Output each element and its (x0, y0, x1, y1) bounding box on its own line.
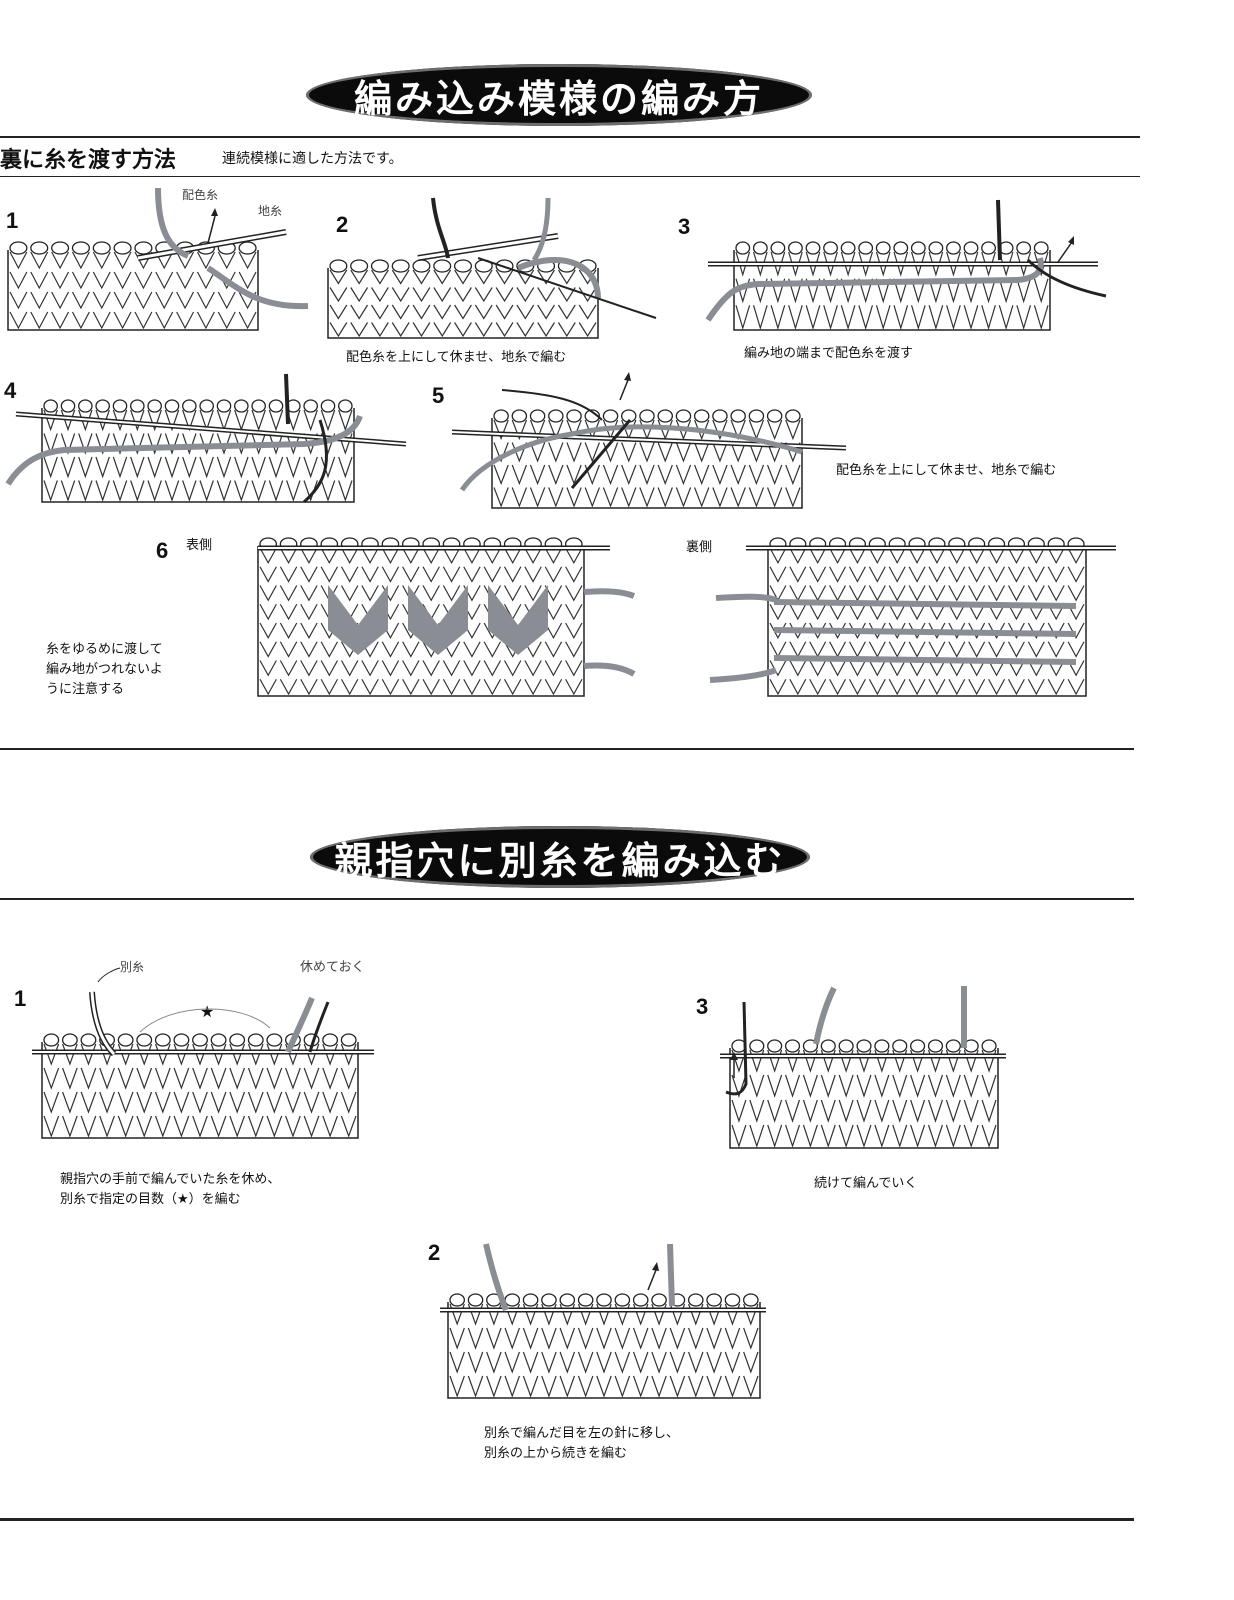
figure-step-6-back (709, 537, 1116, 697)
figure-step-1 (7, 187, 309, 331)
thumb-step-number-2: 2 (428, 1240, 441, 1265)
figure-step-6-front (257, 537, 636, 697)
footer-rule (0, 1518, 1134, 1521)
middle-rule (0, 748, 1134, 750)
title-banner-thumbhole: 親指穴に別糸を編み込む (310, 826, 810, 888)
knit-fabric (7, 241, 259, 331)
thumb-caption-3: 続けて編んでいく (814, 1176, 918, 1191)
label-main-yarn: 地糸 (258, 204, 283, 218)
caption-step-3: 編み地の端まで配色糸を渡す (744, 346, 914, 361)
figure-step-5 (451, 372, 847, 509)
star-marker: ★ (200, 1002, 215, 1021)
figure-step-3 (705, 199, 1107, 331)
caption-step-2: 配色糸を上にして休ませ、地糸で編む (346, 350, 567, 365)
note-line-1: 糸をゆるめに渡して (46, 642, 163, 657)
figure-step-4 (5, 373, 407, 504)
thumb-caption-1-line-1: 親指穴の手前で編んでいた糸を休め、 (60, 1172, 281, 1187)
label-contrast-yarn: 配色糸 (182, 188, 219, 202)
knit-fabric (767, 537, 1087, 697)
step-number-4: 4 (4, 378, 17, 403)
banner-title: 親指穴に別糸を編み込む (334, 838, 786, 883)
thumb-caption-2-line-2: 別糸の上から続きを編む (484, 1446, 628, 1461)
thumb-caption-2-line-1: 別糸で編んだ目を左の針に移し、 (484, 1426, 680, 1441)
knit-fabric (733, 241, 1051, 331)
figure-step-2 (327, 197, 657, 339)
caption-step-5: 配色糸を上にして休ませ、地糸で編む (836, 463, 1057, 478)
label-waste-yarn: 別糸 (120, 960, 145, 974)
knit-fabric (41, 399, 355, 503)
thumb-step-number-1: 1 (14, 986, 27, 1011)
step-number-1: 1 (6, 208, 19, 233)
step-number-6: 6 (156, 538, 169, 563)
top-rule (0, 136, 1140, 138)
knit-fabric (447, 1293, 761, 1399)
section-rule (0, 176, 1140, 177)
thumb-figure-step-1 (32, 967, 374, 1139)
step-number-2: 2 (336, 212, 349, 237)
section-title-float: 裏に糸を渡す方法 (0, 148, 177, 173)
knit-fabric (491, 409, 803, 509)
thumb-caption-1-line-2: 別糸で指定の目数（★）を編む (60, 1192, 241, 1207)
label-back-side: 裏側 (686, 540, 713, 555)
thumb-figure-step-2 (440, 1243, 766, 1399)
note-line-2: 編み地がつれないよ (46, 662, 163, 677)
step-number-5: 5 (432, 383, 445, 408)
step-number-3: 3 (678, 214, 691, 239)
section-note-float: 連続模様に適した方法です。 (222, 151, 403, 167)
bottom-banner-rule (0, 898, 1134, 900)
label-rest-yarn: 休めておく (300, 960, 365, 975)
banner-title: 編み込み模様の編み方 (353, 76, 764, 121)
note-line-3: うに注意する (46, 682, 125, 697)
knit-fabric (729, 1039, 999, 1149)
title-banner-colorwork: 編み込み模様の編み方 (306, 64, 812, 126)
knit-fabric (327, 259, 599, 339)
label-front-side: 表側 (186, 538, 213, 553)
thumb-figure-step-3 (720, 986, 1006, 1149)
knit-fabric (41, 1033, 359, 1139)
thumb-step-number-3: 3 (696, 994, 709, 1019)
